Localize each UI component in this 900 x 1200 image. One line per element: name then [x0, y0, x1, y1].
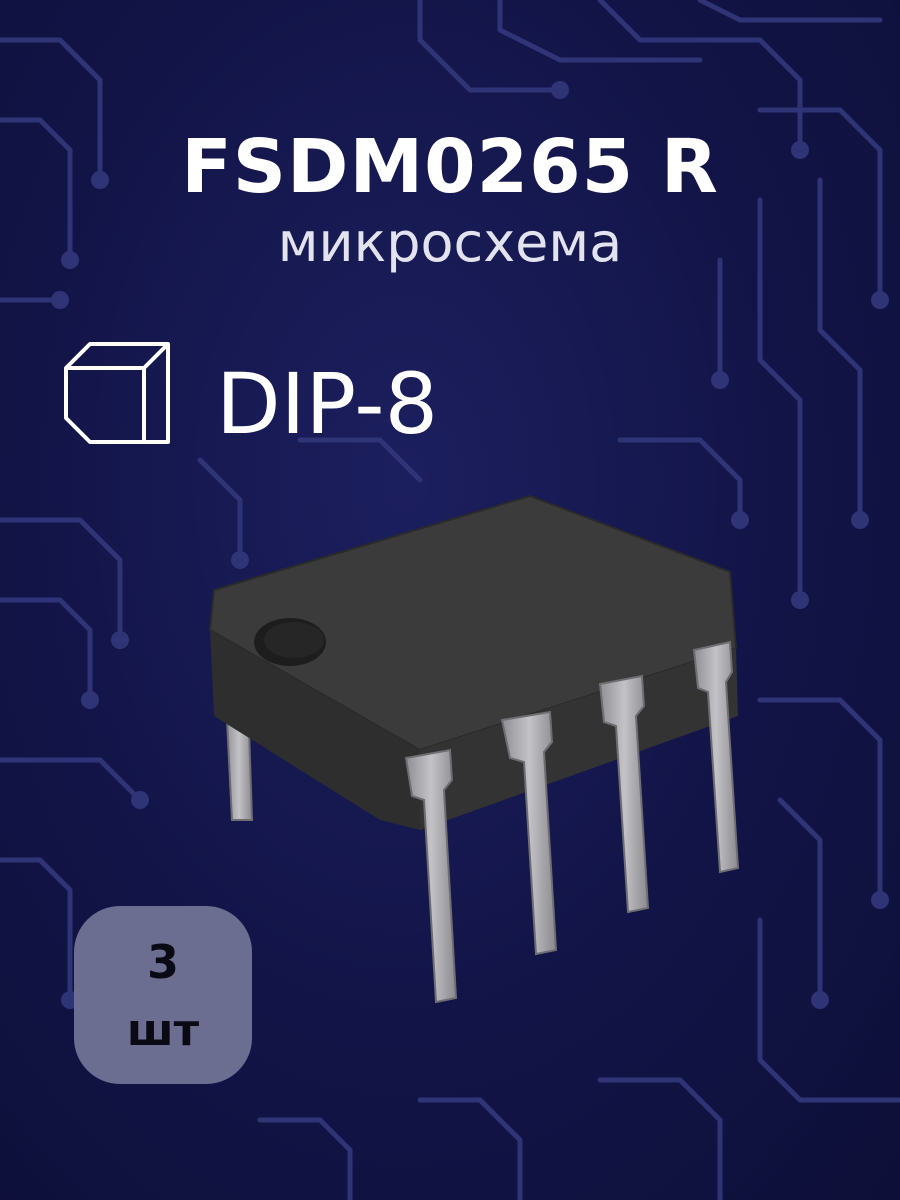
cube-icon	[64, 342, 170, 444]
quantity-unit: шт	[126, 1005, 200, 1056]
quantity-value: 3	[146, 935, 179, 989]
quantity-badge: 3 шт	[74, 906, 252, 1084]
package-type: DIP-8	[216, 355, 439, 453]
product-title: FSDM0265 R	[181, 124, 719, 210]
product-category: микросхема	[277, 211, 623, 274]
dip8-chip-illustration	[208, 494, 740, 1004]
chip-front-pins	[404, 640, 740, 1004]
